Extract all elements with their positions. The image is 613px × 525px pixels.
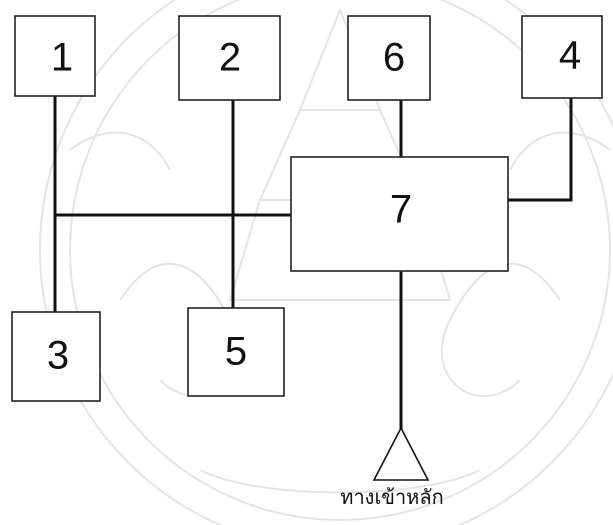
box-1-label: 1 <box>51 36 73 80</box>
box-3: 3 <box>12 312 100 401</box>
box-3-label: 3 <box>47 334 69 378</box>
box-6-label: 6 <box>383 36 405 80</box>
entrance-label: ทางเข้าหลัก <box>340 485 443 509</box>
box-2-label: 2 <box>219 36 241 80</box>
box-2: 2 <box>179 16 280 100</box>
box-7: 7 <box>291 157 508 271</box>
line-box4-to-box7 <box>508 88 571 200</box>
entrance-triangle-icon <box>374 428 428 480</box>
box-4-label: 4 <box>559 34 581 78</box>
box-5: 5 <box>188 308 284 396</box>
box-7-label: 7 <box>390 188 412 232</box>
box-1: 1 <box>15 16 95 96</box>
box-5-label: 5 <box>225 330 247 374</box>
box-6: 6 <box>348 16 430 100</box>
box-4: 4 <box>522 16 602 98</box>
